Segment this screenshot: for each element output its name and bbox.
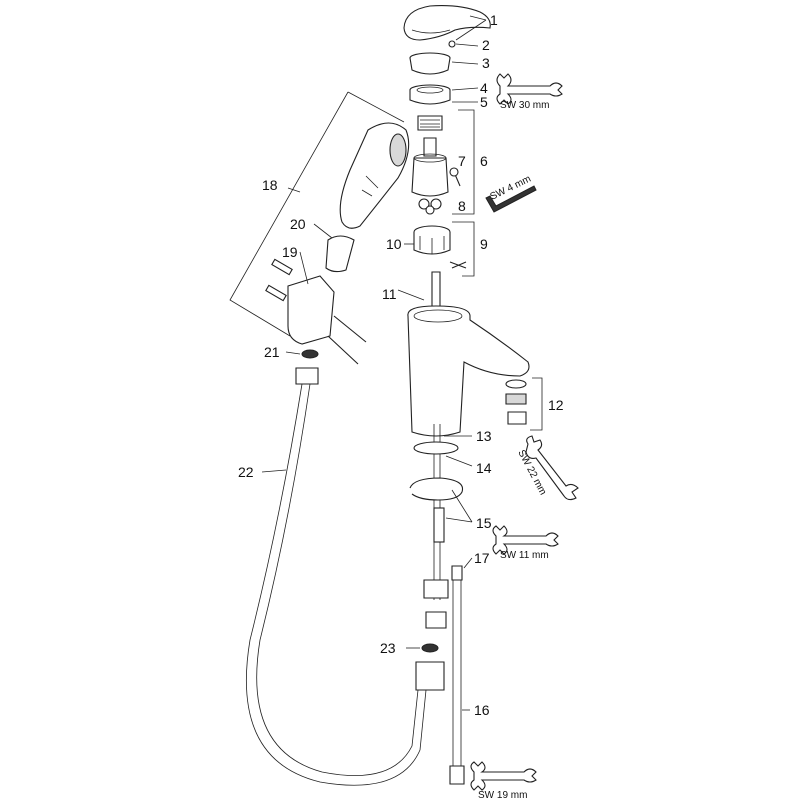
bracket-18 — [229, 91, 405, 337]
part-label-8: 8 — [458, 198, 466, 214]
part-label-4: 4 — [480, 80, 488, 96]
spanner-icon-sw11 — [492, 525, 559, 555]
part-gasket-14 — [413, 441, 459, 455]
part-label-12: 12 — [548, 397, 564, 413]
part-aerator — [505, 379, 527, 425]
part-horseshoe-washer — [409, 477, 464, 543]
part-hose-connector — [415, 661, 445, 691]
part-label-11: 11 — [382, 286, 397, 302]
part-seals — [418, 198, 442, 215]
part-label-23: 23 — [380, 640, 396, 656]
part-grub-screw — [448, 40, 456, 48]
part-wall-holder — [287, 275, 335, 345]
part-label-6: 6 — [480, 153, 488, 169]
part-label-9: 9 — [480, 236, 488, 252]
part-holder-clip — [325, 235, 355, 273]
spanner-icon-sw22 — [525, 435, 579, 501]
tool-label-sw30: SW 30 mm — [500, 100, 549, 111]
part-label-21: 21 — [264, 344, 280, 360]
part-label-22: 22 — [238, 464, 254, 480]
part-spout-body — [407, 271, 530, 437]
part-label-2: 2 — [482, 37, 490, 53]
part-diverter — [413, 225, 451, 255]
part-screw-7 — [449, 167, 461, 187]
part-cover-ring — [409, 52, 451, 75]
part-shower-hose — [246, 367, 427, 786]
part-cartridge — [411, 115, 449, 197]
part-label-1: 1 — [490, 12, 498, 28]
part-label-20: 20 — [290, 216, 306, 232]
part-washer-21 — [301, 349, 319, 359]
part-supply-fittings — [423, 579, 449, 629]
part-label-10: 10 — [386, 236, 402, 252]
part-label-3: 3 — [482, 55, 490, 71]
part-hand-shower — [339, 122, 410, 229]
part-label-18: 18 — [262, 177, 278, 193]
part-label-5: 5 — [480, 94, 488, 110]
spanner-icon-sw30 — [496, 73, 563, 105]
spanner-icon-sw19 — [470, 761, 537, 791]
tool-label-sw19: SW 19 mm — [478, 790, 527, 800]
part-washer-23 — [421, 643, 439, 653]
part-locking-nut — [409, 84, 451, 105]
part-screws-9 — [449, 261, 467, 269]
part-supply-hose — [449, 565, 465, 785]
part-label-13: 13 — [476, 428, 492, 444]
allen-key-icon-sw4 — [485, 185, 537, 213]
part-label-16: 16 — [474, 702, 490, 718]
part-label-19: 19 — [282, 244, 298, 260]
part-label-15: 15 — [476, 515, 492, 531]
part-handle-lever — [403, 5, 491, 41]
part-label-7: 7 — [458, 153, 466, 169]
part-mounting-screws — [265, 258, 367, 365]
part-label-17: 17 — [474, 550, 490, 566]
part-label-14: 14 — [476, 460, 492, 476]
tool-label-sw11: SW 11 mm — [500, 550, 549, 561]
